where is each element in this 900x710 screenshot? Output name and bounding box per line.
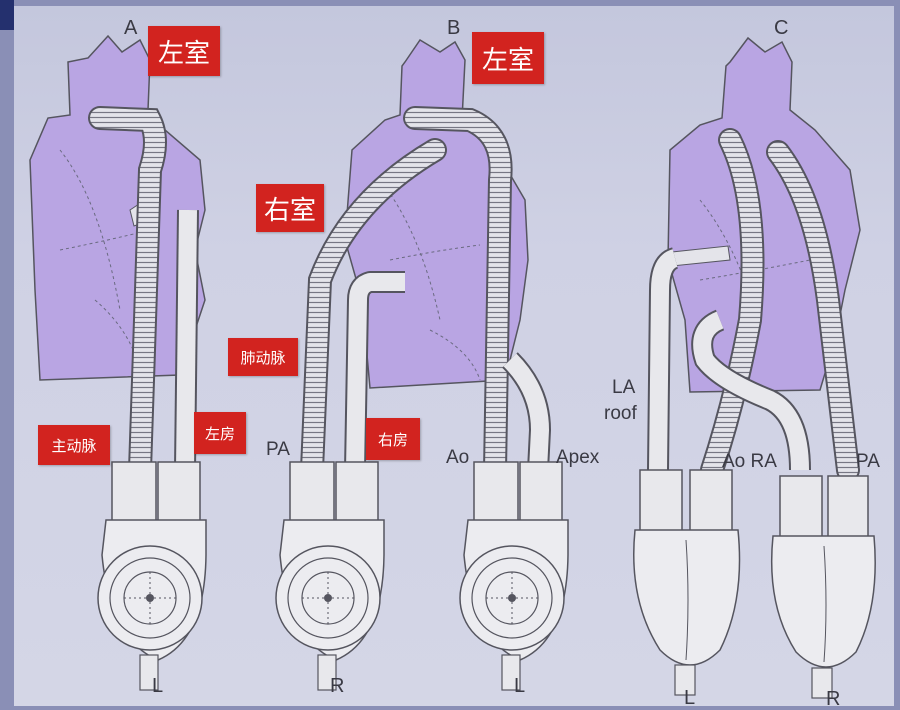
tag-right-atrium-b: 右房 [366, 418, 420, 460]
label-la-roof-line2: roof [604, 403, 637, 424]
tag-pulmonary-artery-b: 肺动脉 [228, 338, 298, 376]
panel-c-pump-left [633, 469, 741, 696]
panel-c-pump-right [770, 475, 876, 699]
device-side-b1: R [330, 675, 345, 697]
panel-letter-b: B [447, 17, 461, 39]
panel-letter-a: A [124, 17, 138, 39]
tag-right-ventricle-b: 右室 [256, 184, 324, 232]
device-side-c1: L [684, 687, 696, 709]
device-side-c2: R [826, 688, 841, 710]
panel-b-heart [344, 38, 529, 389]
device-side-a: L [152, 675, 164, 697]
tag-left-ventricle-a: 左室 [148, 26, 220, 76]
label-ao-b: Ao [446, 447, 470, 468]
panel-a-pump [97, 461, 207, 691]
label-pa-c: PA [856, 451, 880, 472]
label-apex-b: Apex [556, 447, 600, 468]
panel-letter-c: C [774, 17, 789, 39]
panel-c-cannulas [647, 128, 860, 482]
tag-left-ventricle-b: 左室 [472, 32, 544, 84]
label-ao-ra-c: Ao RA [722, 451, 777, 472]
panel-a-cannulas [88, 106, 199, 482]
tag-left-atrium-a: 左房 [194, 412, 246, 454]
label-la-roof-line1: LA [612, 377, 636, 398]
label-pa-a: PA [266, 439, 290, 460]
slide-corner-mark [0, 0, 14, 30]
panel-b-pump-right [275, 461, 385, 691]
device-side-b2: L [514, 675, 526, 697]
tag-aorta-a: 主动脉 [38, 425, 110, 465]
panel-b-pump-left [459, 461, 569, 691]
panel-b-cannulas [300, 106, 552, 482]
